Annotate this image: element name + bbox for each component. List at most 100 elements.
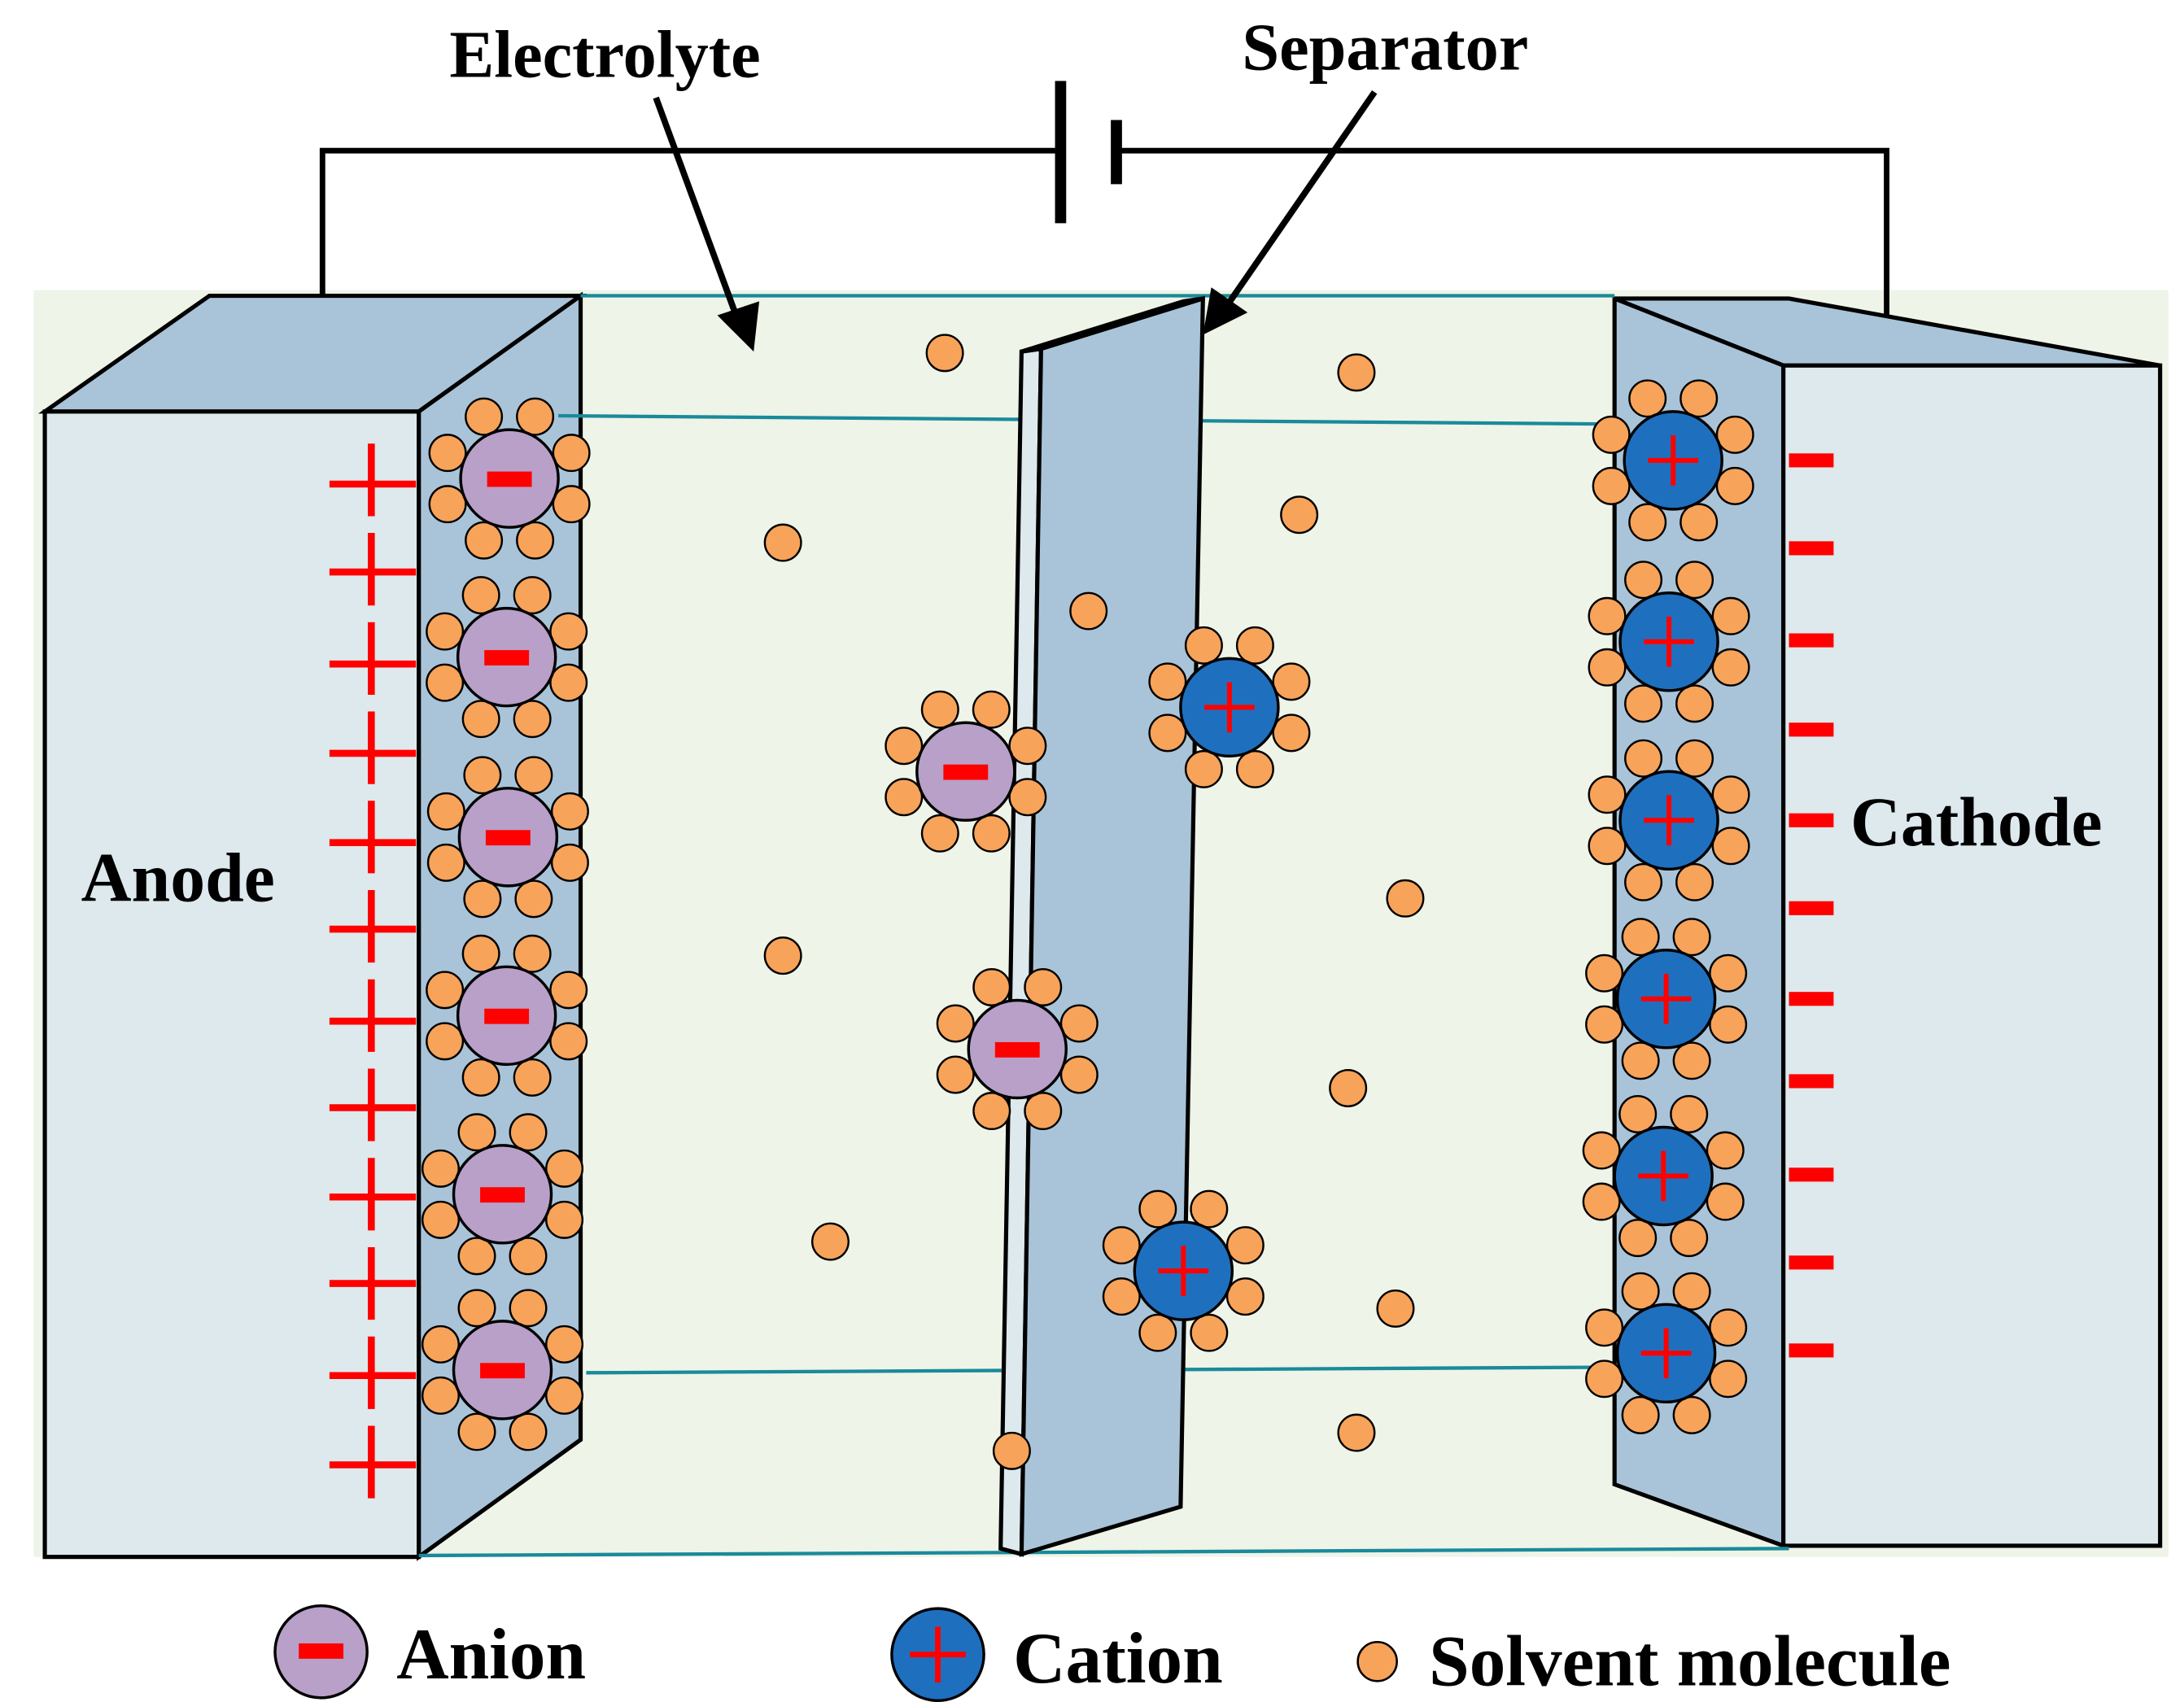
solvent-molecule bbox=[514, 756, 553, 795]
cathode-label: Cathode bbox=[1850, 783, 2103, 861]
electrolyte-label: Electrolyte bbox=[449, 17, 760, 91]
free-solvent-molecules bbox=[763, 334, 1425, 1470]
solvent-molecule bbox=[1709, 1005, 1748, 1044]
cathode-electrode bbox=[1612, 295, 2163, 1549]
solvent-molecule bbox=[549, 971, 588, 1010]
solvated-anion bbox=[421, 1113, 584, 1276]
minus-sign-icon bbox=[485, 830, 531, 846]
solvent-molecule bbox=[1624, 862, 1663, 901]
minus-sign-icon bbox=[1789, 1255, 1834, 1270]
solvent-molecule bbox=[1709, 954, 1748, 993]
solvent-molecule bbox=[1711, 648, 1750, 687]
solvent-molecule bbox=[1280, 495, 1319, 535]
solvent-molecule bbox=[421, 1325, 460, 1364]
solvent-molecule bbox=[465, 397, 504, 436]
solvent-molecule bbox=[1618, 1095, 1658, 1133]
solvent-molecule bbox=[1621, 1041, 1660, 1080]
separator-arrow bbox=[1203, 89, 1378, 335]
solvent-molecule bbox=[1585, 1005, 1624, 1044]
solvent-molecule bbox=[426, 792, 465, 831]
solvent-molecule bbox=[1672, 1041, 1711, 1080]
solvent-molecule bbox=[549, 612, 588, 651]
legend-solvent-label: Solvent molecule bbox=[1429, 1621, 1950, 1701]
solvent-molecule bbox=[810, 1222, 850, 1261]
minus-sign-icon bbox=[1789, 813, 1834, 827]
solvent-molecule bbox=[1715, 415, 1754, 454]
solvent-molecule bbox=[1008, 727, 1047, 766]
solvent-molecule bbox=[465, 521, 504, 560]
solvent-molecule bbox=[1672, 1395, 1711, 1434]
solvent-molecule bbox=[763, 936, 802, 975]
solvated-anion bbox=[885, 690, 1047, 853]
anode-label: Anode bbox=[81, 840, 275, 917]
solvated-anion bbox=[426, 756, 589, 919]
solvent-molecule bbox=[513, 934, 552, 973]
solvent-molecule bbox=[428, 434, 467, 473]
solvent-molecule bbox=[513, 1058, 552, 1097]
solvent-molecule bbox=[1715, 466, 1754, 505]
solvated-cation bbox=[1592, 379, 1754, 542]
solvent-molecule bbox=[1272, 714, 1311, 753]
solvent-molecule bbox=[1184, 749, 1223, 788]
anode-plus-signs bbox=[329, 443, 417, 1507]
solvent-molecule bbox=[1225, 1226, 1265, 1265]
solvent-molecule bbox=[509, 1237, 548, 1276]
minus-sign-icon bbox=[1789, 453, 1834, 468]
solvent-molecule bbox=[1672, 1272, 1711, 1311]
solvent-molecule bbox=[421, 1149, 460, 1188]
legend-solvent-icon bbox=[1356, 1640, 1398, 1682]
electrolyte-arrow bbox=[653, 96, 760, 352]
solvated-cation bbox=[1582, 1095, 1745, 1258]
solvent-molecule bbox=[1675, 739, 1714, 778]
solvent-molecule bbox=[545, 1200, 584, 1239]
solvent-molecule bbox=[421, 1376, 460, 1415]
solvent-molecule bbox=[972, 814, 1011, 853]
solvent-molecule bbox=[1711, 775, 1750, 814]
solvated-anion bbox=[428, 397, 591, 560]
separator-label: Separator bbox=[1242, 11, 1528, 85]
solvent-molecule bbox=[516, 397, 555, 436]
solvent-molecule bbox=[457, 1289, 496, 1328]
solvent-molecule bbox=[1069, 591, 1108, 631]
legend-cation-label: Cation bbox=[1013, 1619, 1223, 1699]
minus-sign-icon bbox=[1789, 541, 1834, 556]
solvent-molecule bbox=[1235, 626, 1274, 665]
solvent-molecule bbox=[1329, 1069, 1368, 1108]
solvent-molecule bbox=[421, 1200, 460, 1239]
solvent-molecule bbox=[1337, 353, 1376, 392]
solvent-molecule bbox=[1225, 1277, 1265, 1316]
solvent-molecule bbox=[1679, 379, 1719, 418]
solvent-molecule bbox=[1190, 1189, 1229, 1228]
solvent-molecule bbox=[1628, 503, 1667, 542]
solvent-molecule bbox=[1138, 1189, 1177, 1228]
solvent-molecule bbox=[1024, 1092, 1063, 1131]
minus-sign-icon bbox=[1789, 992, 1834, 1006]
minus-sign-icon bbox=[1789, 1074, 1834, 1089]
solvent-molecule bbox=[516, 521, 555, 560]
solvent-molecule bbox=[1628, 379, 1667, 418]
solvated-cation bbox=[1585, 918, 1748, 1080]
solvent-molecule bbox=[461, 1058, 500, 1097]
solvent-molecule bbox=[461, 576, 500, 615]
legend: Anion Cation Solvent molecule bbox=[273, 1604, 1950, 1702]
solvent-molecule bbox=[992, 1431, 1031, 1470]
minus-sign-icon bbox=[1789, 722, 1834, 737]
solvent-molecule bbox=[972, 967, 1011, 1006]
solvent-molecule bbox=[972, 690, 1011, 729]
minus-sign-icon bbox=[484, 650, 530, 666]
minus-sign-icon bbox=[484, 1008, 530, 1024]
minus-sign-icon bbox=[480, 1187, 525, 1203]
solvent-molecule bbox=[1235, 749, 1274, 788]
solvent-molecule bbox=[920, 814, 959, 853]
solvent-molecule bbox=[1618, 1219, 1658, 1258]
solvent-molecule bbox=[1138, 1313, 1177, 1352]
solvent-molecule bbox=[1190, 1313, 1229, 1352]
minus-sign-icon bbox=[480, 1363, 525, 1379]
legend-anion-icon bbox=[273, 1604, 369, 1700]
solvent-molecule bbox=[426, 612, 465, 651]
solvated-anion bbox=[426, 934, 588, 1097]
solvent-molecule bbox=[1585, 1308, 1624, 1347]
solvent-molecule bbox=[1376, 1289, 1415, 1328]
solvent-molecule bbox=[1679, 503, 1719, 542]
solvent-molecule bbox=[545, 1325, 584, 1364]
